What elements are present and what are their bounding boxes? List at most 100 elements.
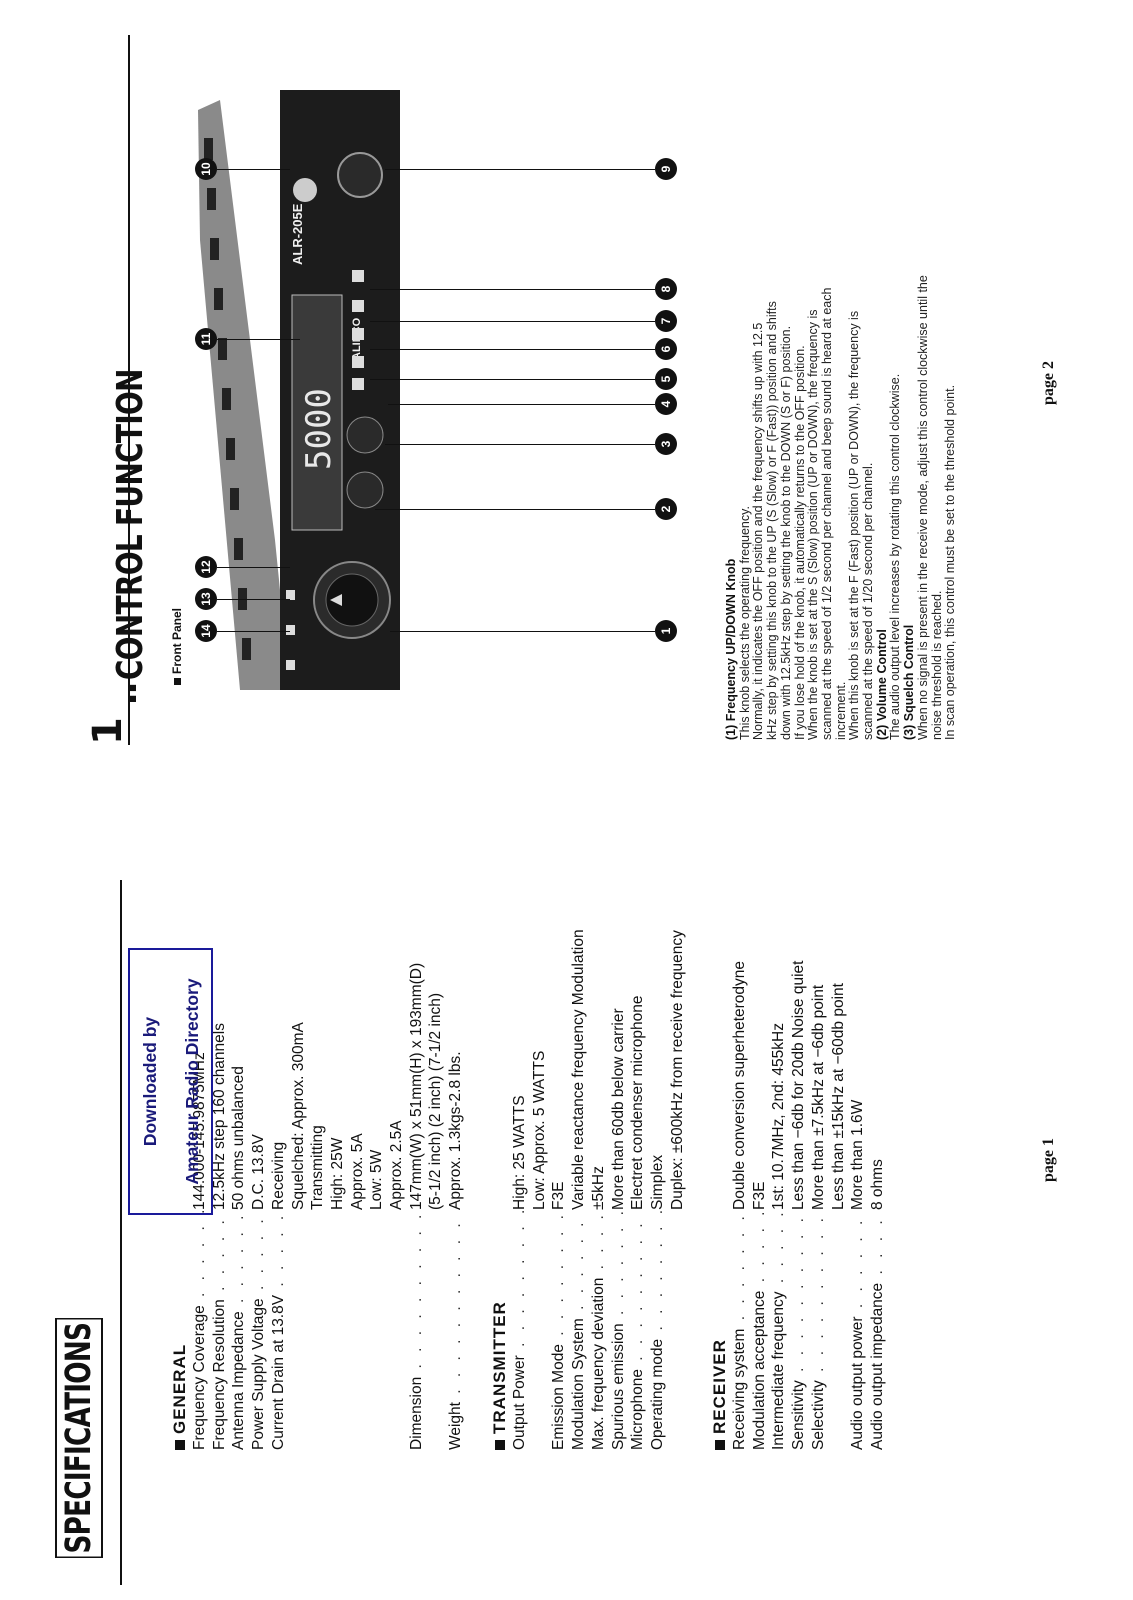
spec-label-text: Max. frequency deviation [589,1277,607,1450]
spec-label: Frequency Coverage . . . . . . . . . . .… [190,1210,210,1450]
spec-label-text: Dimension [407,1376,425,1450]
spec-label-text: Antenna Impedance [230,1311,248,1450]
spec-value: (5-1/2 inch) (2 inch) (7-1/2 inch) [427,992,445,1210]
switch-8 [352,270,364,282]
leader-dots: . . . . . . . . . . . . . . . . . . [731,1210,748,1329]
spec-label-text: Modulation System [570,1318,588,1450]
callout-leader-line [390,631,655,632]
spec-value: D.C. 13.8V [250,1134,268,1210]
leader-dots: . . . . . . . . . . . . . . . . . . [211,1210,228,1299]
radio-display [291,294,343,531]
general-heading: GENERAL [170,1344,190,1450]
callout-number: 6 [655,338,677,360]
spec-label-text: Intermediate frequency [770,1291,788,1450]
spec-label: Dimension . . . . . . . . . . . . . . . … [407,1210,427,1450]
leader-dots: . . . . . . . . . . . . . . . . . . [751,1210,768,1291]
callout-number: 3 [655,433,677,455]
spec-value: 1st: 10.7MHz, 2nd: 455kHz [770,1023,788,1210]
radio-display-digits: 5000 [299,388,339,470]
spec-label: Receiving system . . . . . . . . . . . .… [730,1210,750,1450]
leader-dots: . . . . . . . . . . . . . . . . . . [250,1210,267,1298]
callout-number: 8 [655,278,677,300]
spec-label: Intermediate frequency . . . . . . . . .… [769,1210,789,1450]
spec-label: Modulation System . . . . . . . . . . . … [569,1210,589,1450]
control-description-line: In scan operation, this control must be … [943,384,958,740]
callout-number: 13 [195,588,217,610]
spec-value: Squelched: Approx. 300mA [289,1022,307,1210]
leader-dots: . . . . . . . . . . . . . . . . . . [610,1210,627,1323]
case-ribs [204,138,251,660]
spec-label: Modulation acceptance . . . . . . . . . … [750,1210,770,1450]
spec-label: Audio output power . . . . . . . . . . .… [848,1210,868,1450]
spec-value: 147mm(W) x 51mm(H) x 193mm(D) [407,962,425,1210]
spec-value: Approx. 1.3kgs-2.8 lbs. [447,1051,465,1210]
leader-dots: . . . . . . . . . . . . . . . . . . [790,1210,808,1381]
spec-value: Electret condenser microphone [629,995,647,1210]
spec-label-text: Current Drain at 13.8V [269,1294,287,1450]
transmitter-heading: TRANSMITTER [490,1301,510,1450]
control-description-line: scanned at the speed of 1/20 second per … [861,462,875,740]
switch-7 [352,300,364,312]
spec-label-text: Operating mode [648,1338,666,1450]
leader-dots: . . . . . . . . . . . . . . . . . . [447,1210,465,1403]
control-function-title: CONTROL FUNCTION [110,369,151,702]
spec-label-text: Spurious emission [609,1323,627,1450]
spec-value: Transmitting [309,1125,327,1210]
receiver-heading: RECEIVER [710,1339,730,1450]
spec-label: Power Supply Voltage . . . . . . . . . .… [249,1210,269,1450]
leader-dots: . . . . . . . . . . . . . . . . . . [550,1210,567,1344]
squelch-knob [346,416,384,454]
radio-case-top [198,100,290,690]
spec-value: Low: 5W [368,1149,386,1210]
spec-value: F3E [750,1181,768,1210]
callout-number: 9 [655,158,677,180]
right-page-rule [128,35,130,745]
spec-value: Approx. 2.5A [388,1120,405,1210]
callout-number: 11 [195,328,217,350]
spec-label-text: Audio output power [849,1316,867,1450]
section-number: 1 [85,717,131,745]
leader-dots: . . . . . . . . . . . . . . . . . . [511,1210,528,1355]
leader-dots: . . . . . . . . . . . . . . . . . . [869,1210,886,1283]
control-description-line: This knob selects the operating frequenc… [737,506,752,740]
volume-knob [346,471,384,509]
spec-label: Weight . . . . . . . . . . . . . . . . .… [446,1210,466,1450]
spec-label-text: Sensitivity [790,1380,808,1450]
control-description-line: If you lose hold of the knob, it automat… [792,345,807,740]
spec-label: Max. frequency deviation . . . . . . . .… [589,1210,609,1450]
callout-number: 14 [195,620,217,642]
callout-leader-line [370,289,655,290]
spec-label: Frequency Resolution . . . . . . . . . .… [210,1210,230,1450]
spec-label: Current Drain at 13.8V . . . . . . . . .… [269,1210,289,1450]
control-description-line: When this knob is set at the F (Fast) po… [847,310,862,740]
callout-leader-line [370,349,655,350]
control-description-line: The audio output level increases by rota… [888,373,903,740]
spec-label: Antenna Impedance . . . . . . . . . . . … [229,1210,249,1450]
spec-label: Emission Mode . . . . . . . . . . . . . … [549,1210,569,1450]
switch-4 [352,378,364,390]
callout-leader-line [217,169,290,170]
spec-label: Output Power . . . . . . . . . . . . . .… [510,1210,530,1450]
control-description-line: kHz step by setting this knob to the UP … [765,301,780,740]
spec-label: Operating mode . . . . . . . . . . . . .… [648,1210,668,1450]
spec-value: Receiving [269,1141,287,1210]
spec-value: Approx. 5A [348,1133,366,1210]
switch-5 [352,356,364,368]
spec-label-text: Emission Mode [550,1344,568,1450]
spec-label-text: Weight [447,1402,465,1450]
spec-value: Simplex [648,1154,666,1210]
spec-label-text: Power Supply Voltage [250,1298,268,1450]
control-description-heading: (1) Frequency UP/DOWN Knob [724,558,738,740]
callout-number: 12 [195,556,217,578]
callout-number: 10 [195,158,217,180]
spec-value: More than 60db below carrier [609,1008,627,1210]
callout-leader-line [370,321,655,322]
spec-value: Less than −6db for 20db Noise quiet [790,960,808,1210]
callout-leader-line [217,631,290,632]
radio-front-panel-illustration: 5000 ALINCO ALR-205E [198,90,400,690]
spec-label-text: Receiving system [731,1328,748,1450]
callout-leader-line [217,599,290,600]
spec-value: Double conversion superheterodyne [731,960,748,1210]
callout-leader-line [370,379,655,380]
